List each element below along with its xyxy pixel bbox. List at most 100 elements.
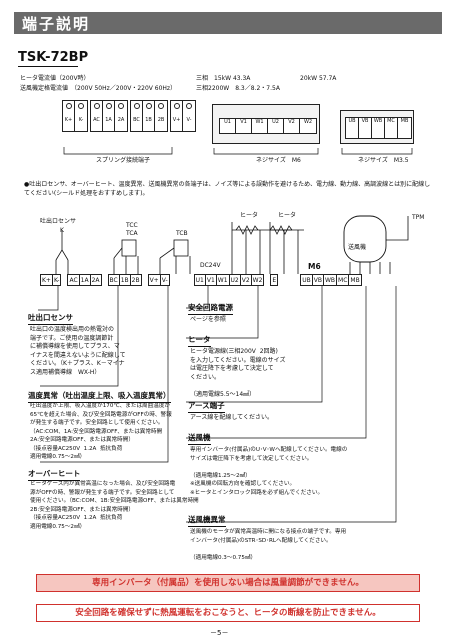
- diagram-heater1-label: ヒータ: [240, 212, 259, 219]
- spec-three-phase-a: 三相 15kW 43.3A: [196, 75, 251, 82]
- heater-title: ヒータ: [188, 334, 211, 347]
- spring-terminal: 1A: [103, 101, 115, 131]
- spring-terminal-label: V+: [172, 117, 181, 123]
- terminal-screw-icon: [145, 103, 152, 109]
- spec-three-phase-c: 三相2200W 8.3／8.2・7.5A: [196, 85, 280, 92]
- diagram-m6-label: M6: [308, 262, 321, 271]
- spec-rated-current: 送風機定格電流値 （200V 50Hz／200V・220V 60Hz）: [20, 85, 177, 92]
- strip-terminal-label: 2A: [91, 277, 100, 284]
- section-title: 端子説明: [22, 15, 91, 33]
- earth-title: アース端子: [188, 400, 225, 413]
- diagram-tca-label: TCA: [126, 230, 138, 237]
- safety-title: 安全回路電源: [188, 302, 233, 315]
- terminal-screw-icon: [65, 103, 72, 109]
- strip-terminal-label: V2: [241, 275, 252, 285]
- m6-terminal: W1: [252, 119, 268, 133]
- m6-terminal: W2: [303, 119, 313, 125]
- top-bracket-lines: [63, 147, 413, 155]
- strip-terminal-label: V-: [161, 277, 168, 284]
- heater-body: ヒータ電源線(三相200V 2回路) を入力してください。電線のサイズ は電圧降…: [190, 348, 286, 398]
- terminal-screw-icon: [133, 103, 140, 109]
- m6-terminal: V2: [284, 119, 300, 133]
- strip-terminal-group: K+K-: [40, 274, 62, 286]
- fan-title: 送風機: [188, 432, 211, 445]
- terminal-screw-icon: [186, 103, 192, 109]
- strip-terminal-label: U2: [230, 275, 241, 285]
- strip-terminal-label: W2: [252, 277, 263, 284]
- strip-terminal-label: K-: [53, 277, 60, 284]
- terminal-screw-icon: [93, 103, 100, 109]
- over-body: ヒータケース内が異常高温になった場合、及び安全回路電 源がOFFの時、警報が発生…: [30, 481, 199, 530]
- diagram-fan-label: 送風機: [348, 244, 367, 251]
- diagram-tcc-label: TCC: [126, 222, 138, 229]
- sensor-body: 吐出口の温度検出用の熱電対の 端子です。ご使用の温度調節計 に補償導線を使用して…: [30, 326, 126, 376]
- strip-terminal-label: BC: [109, 275, 120, 285]
- strip-terminal-label: 1A: [80, 275, 91, 285]
- m35-terminal: WB: [372, 118, 385, 138]
- strip-terminal-label: V1: [206, 275, 217, 285]
- m35-terminal: MC: [385, 118, 398, 138]
- model-name: TSK-72BP: [18, 50, 89, 65]
- strip-terminal-group: E: [270, 274, 279, 286]
- fan-error-body: 送風機のモータが異常高温時に開になる接点の端子です。専用 インバータ(付属品)の…: [190, 529, 347, 561]
- diagram-tpm-label: TPM: [412, 214, 425, 221]
- terminal-screw-icon: [173, 103, 180, 109]
- spring-terminal-label: BC: [133, 117, 140, 123]
- temp-title: 温度異常（吐出温度上限、吸入温度異常）: [28, 390, 171, 403]
- strip-terminal-label: VB: [313, 275, 324, 285]
- fan-body: 専用インバータ(付属品)のU･V･Wへ配線してください。電線の サイズは電圧降下…: [190, 447, 348, 496]
- spring-terminal-label: 2B: [157, 117, 165, 123]
- spring-terminal-label: 2A: [117, 117, 125, 123]
- strip-terminal-label: MC: [338, 275, 350, 285]
- spring-terminal: V-: [183, 101, 195, 131]
- spring-terminal-group: AC 1A 2A: [90, 100, 128, 132]
- spring-terminal-label: 1A: [105, 117, 112, 123]
- spring-terminal-label: 1B: [145, 117, 152, 123]
- spring-terminal: V+: [171, 101, 183, 131]
- spec-three-phase-b: 20kW 57.7A: [300, 75, 337, 82]
- spring-terminal: K+: [63, 101, 75, 131]
- spring-label: スプリング接続端子: [96, 157, 151, 164]
- terminal-screw-icon: [78, 103, 84, 109]
- spring-terminal-label: AC: [93, 117, 100, 123]
- terminal-screw-icon: [158, 103, 164, 109]
- diagram-sensor-label: 吐出ロセンサ: [40, 218, 77, 225]
- earth-body: アース線を配線してください。: [190, 414, 273, 421]
- strip-terminal-label: W1: [217, 275, 230, 285]
- over-title: オーバーヒート: [28, 468, 81, 481]
- m35-terminal: UB: [346, 118, 359, 138]
- m6-terminal: U2: [268, 119, 284, 133]
- spring-terminal-group: K+ K-: [62, 100, 88, 132]
- sensor-title: 吐出口センサ: [28, 312, 73, 325]
- spring-terminal-group: BC 1B 2B: [130, 100, 168, 132]
- terminal-screw-icon: [105, 103, 112, 109]
- m35-terminal: VB: [359, 118, 372, 138]
- strip-terminal-label: V+: [149, 275, 161, 285]
- strip-terminal-label: K+: [42, 275, 53, 285]
- wiring-note: ●吐出ロセンサ、オーバーヒート、温度異常、送風機異常の各端子は、ノイズ等による誤…: [24, 181, 431, 197]
- model-underline: [18, 66, 78, 67]
- terminal-screw-icon: [118, 103, 124, 109]
- warning-safety-circuit: 安全回路を確保せずに熱風運転をおこなうと、ヒータの断線を防止できません。: [36, 604, 420, 622]
- spring-terminal-label: K+: [64, 117, 73, 123]
- strip-terminal-label: U1: [195, 275, 206, 285]
- diagram-k-label: K: [60, 227, 64, 234]
- fan-error-title: 送風機異常: [188, 514, 226, 527]
- spring-terminal: 1B: [143, 101, 155, 131]
- spring-terminal-label: K-: [78, 117, 84, 123]
- spec-heater-voltage: ヒータ電流値（200V時）: [20, 75, 90, 82]
- spring-terminal: AC: [91, 101, 103, 131]
- spring-terminal-label: V-: [186, 117, 192, 123]
- m6-terminal: V1: [236, 119, 252, 133]
- spring-terminal-illustration: K+ K- AC 1A 2A BC 1B 2B V+ V-: [62, 100, 196, 132]
- spring-terminal: 2A: [115, 101, 127, 131]
- strip-terminal-label: WB: [324, 275, 338, 285]
- strip-terminal-label: AC: [69, 275, 80, 285]
- strip-terminal-label: E: [272, 277, 277, 284]
- m35-label: ネジサイズ M3.5: [358, 157, 409, 164]
